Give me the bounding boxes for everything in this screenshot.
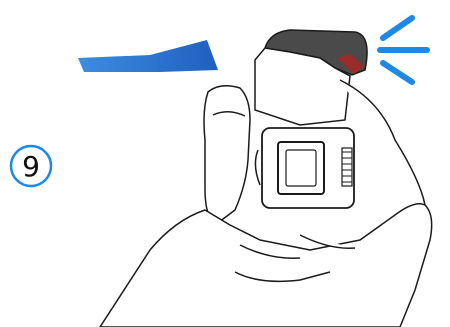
push-arrow-icon — [78, 40, 218, 72]
dashcam-body — [255, 128, 354, 208]
step-number: 9 — [10, 145, 52, 187]
motion-lines-icon — [380, 18, 427, 82]
dashcam-mount — [255, 30, 367, 125]
